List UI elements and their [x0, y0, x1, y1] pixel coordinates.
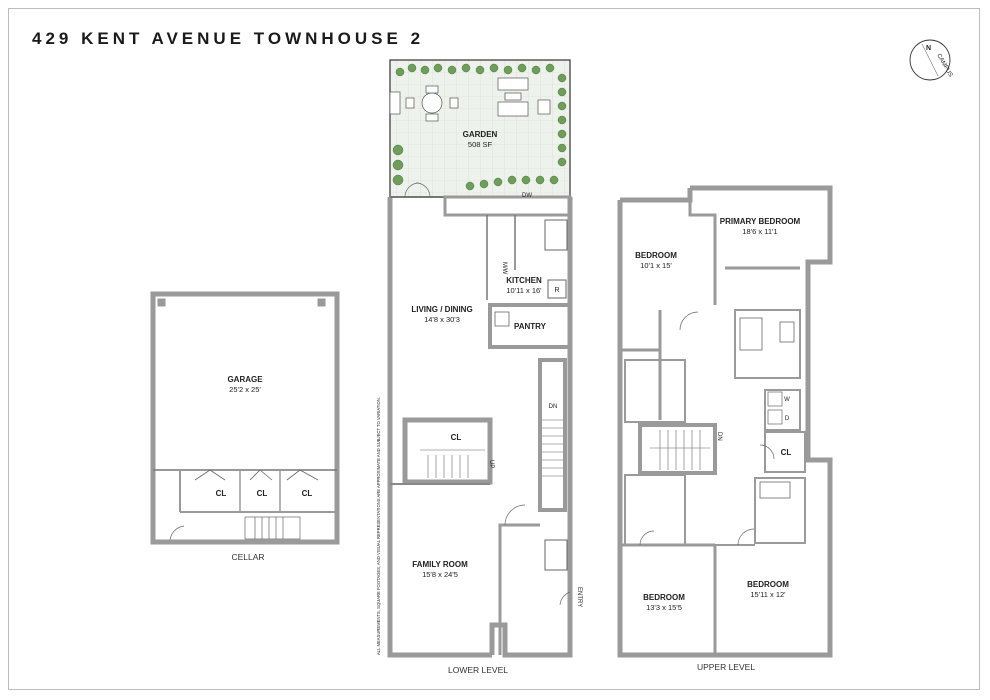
room-dim-kitchen: 10'11 x 16': [506, 286, 542, 295]
garden-furniture: [389, 77, 551, 122]
fixture-fridge: R: [554, 287, 559, 294]
room-name-bedroom-1: BEDROOM: [635, 251, 677, 260]
fixture-upper-stair-down: DN: [716, 432, 722, 441]
upper-level-plan: [617, 185, 833, 658]
room-name-bedroom-3: BEDROOM: [747, 580, 789, 589]
room-dim-family-room: 15'8 x 24'5: [422, 570, 458, 579]
fixture-stair-up: UP: [488, 460, 494, 468]
cellar-plan: [150, 291, 340, 545]
room-name-pantry: PANTRY: [514, 322, 547, 331]
lower-level-plan: GARDEN 508 SF: [387, 59, 573, 658]
disclaimer: ALL MEASUREMENTS, SQUARE FOOTAGES, AND V…: [376, 397, 381, 655]
room-dim-bedroom-2: 13'3 x 15'5: [646, 603, 682, 612]
room-name-bedroom-2: BEDROOM: [643, 593, 685, 602]
fixture-dishwasher: DW: [522, 193, 532, 199]
north-compass-icon: N CAMPUS: [909, 39, 953, 81]
cellar-closet-3: CL: [302, 489, 313, 498]
fixture-microwave: M/W: [501, 262, 507, 275]
lower-closet: CL: [451, 433, 462, 442]
page-title: 429 KENT AVENUE TOWNHOUSE 2: [32, 29, 425, 48]
upper-closet: CL: [781, 448, 792, 457]
room-name-garden: GARDEN: [463, 130, 498, 139]
fixture-dryer: D: [785, 416, 790, 422]
garden-plantings: [392, 63, 567, 191]
room-dim-bedroom-3: 15'11 x 12': [750, 590, 786, 599]
caption-cellar: CELLAR: [231, 552, 264, 562]
fixture-stair-down: DN: [549, 404, 558, 410]
caption-upper-level: UPPER LEVEL: [697, 662, 755, 672]
room-name-primary-bedroom: PRIMARY BEDROOM: [720, 217, 801, 226]
room-dim-living-dining: 14'8 x 30'3: [424, 315, 460, 324]
room-dim-primary-bedroom: 18'6 x 11'1: [742, 227, 777, 236]
fixture-washer: W: [784, 397, 790, 403]
cellar-closet-1: CL: [216, 489, 227, 498]
compass-north-label: N: [926, 45, 931, 52]
room-name-family-room: FAMILY ROOM: [412, 560, 468, 569]
room-dim-bedroom-1: 10'1 x 15': [640, 261, 672, 270]
sheet-border: [8, 8, 980, 690]
room-name-living-dining: LIVING / DINING: [411, 305, 472, 314]
room-area-garden: 508 SF: [468, 140, 493, 149]
caption-lower-level: LOWER LEVEL: [448, 665, 508, 675]
cellar-closet-2: CL: [257, 489, 268, 498]
room-name-garage: GARAGE: [227, 375, 263, 384]
label-entry: ENTRY: [576, 587, 582, 607]
room-name-kitchen: KITCHEN: [506, 276, 542, 285]
room-dim-garage: 25'2 x 25': [229, 385, 261, 394]
